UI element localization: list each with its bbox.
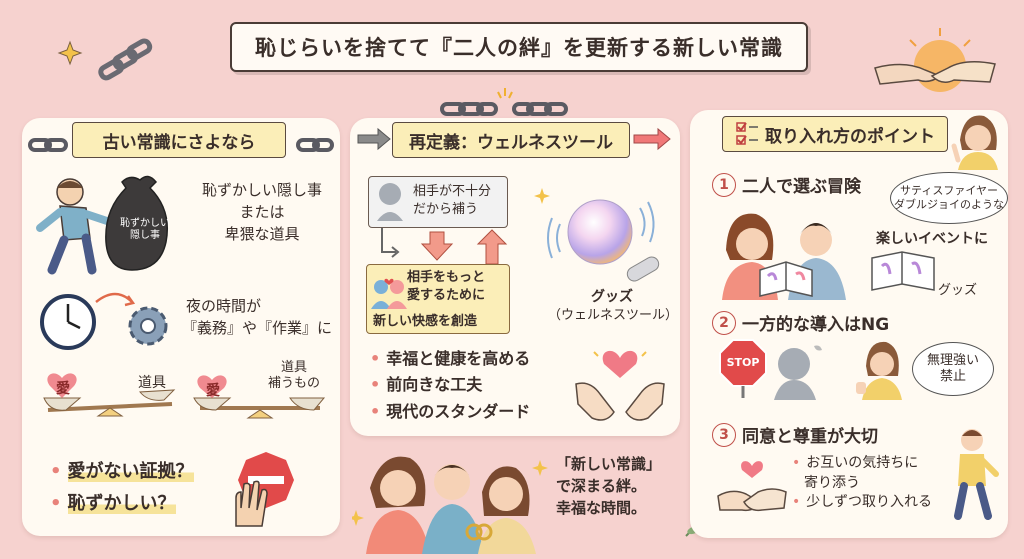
bullet-empathy: お互いの気持ちに (792, 454, 932, 474)
point-1: 1 二人で選ぶ冒険 (712, 172, 861, 197)
new-pleasure-box: 相手をもっと 愛するために 新しい快感を創造 (366, 264, 510, 334)
scale1-tool-label: 道具 (138, 375, 166, 391)
scale2-tool-label: 道具 補うもの (268, 360, 321, 392)
pointing-woman-icon (951, 115, 998, 170)
couple-with-rings-icon (352, 456, 548, 554)
left-bullets: 愛がない証拠？ 恥ずかしい？ (50, 456, 194, 519)
goods-small-label: グッズ (938, 283, 978, 298)
chain-decoration-icon (57, 38, 153, 81)
hidden-thing-text: 恥ずかしい隠し事 または 卑猥な道具 (201, 181, 322, 243)
closing-quote: 「新しい常識」 で深まる絆。 幸福な時間。 (556, 455, 662, 517)
insufficient-box: 相手が不十分 だから補う (368, 176, 508, 228)
couple-reading-icon (722, 213, 846, 300)
event-text: 楽しいイベントに (876, 231, 988, 247)
point-2: 2 一方的な導入はNG (712, 310, 889, 335)
hands-heart-icon (575, 350, 665, 421)
scale-love-with-tool-icon (193, 375, 326, 419)
bullet-no-love: 愛がない証拠？ (67, 461, 194, 482)
point-2-label: 一方的な導入はNG (742, 315, 890, 335)
stop-hand-icon (235, 452, 294, 527)
clock-gear-icon (40, 292, 168, 350)
frustrated-person-icon (774, 345, 822, 400)
couple-icon (371, 278, 407, 309)
bag-label: 恥ずかしい隠し事 (120, 218, 170, 241)
handshake-sunrise-icon (874, 28, 996, 92)
sad-face-icon (377, 183, 403, 221)
left-header: 古い常識にさよなら (72, 122, 286, 158)
checklist-icon (736, 122, 758, 145)
bullet-modern-standard: 現代のスタンダード (370, 399, 530, 425)
middle-header: 再定義：ウェルネスツール (392, 122, 630, 158)
handshake-heart-icon (717, 461, 787, 512)
scale1-love-label: 愛 (56, 381, 70, 397)
arrow-right-pink-icon (633, 127, 671, 151)
catalog-book-icon (871, 251, 935, 291)
no-force-bubble: 無理強い 禁止 (912, 342, 994, 396)
walking-child-icon (954, 429, 999, 520)
stop-sign-icon (719, 339, 767, 398)
broken-chain-center-icon (440, 88, 568, 116)
goods-label: グッズ （ウェルネスツール） (548, 289, 679, 323)
point-3-number: 3 (712, 422, 736, 447)
scale-love-vs-tool-icon (43, 373, 176, 417)
arrow-right-icon (357, 127, 391, 151)
flow-arrows-icon (381, 228, 508, 265)
page-title: 恥じらいを捨てて『二人の絆』を更新する新しい常識 (230, 22, 808, 72)
scale2-love-label: 愛 (206, 383, 220, 399)
point-2-number: 2 (712, 310, 736, 335)
consent-bullets: お互いの気持ちに 寄り添う 少しずつ取り入れる (792, 454, 932, 513)
product-bubble: サティスファイヤー ダブルジョイのような (890, 172, 1008, 224)
point-3: 3 同意と尊重が大切 (712, 422, 878, 447)
person-hiding-bag-icon (36, 175, 168, 275)
point-1-label: 二人で選ぶ冒険 (742, 177, 861, 197)
right-header: 取り入れ方のポイント (722, 116, 948, 152)
bullet-gradual: 少しずつ取り入れる (792, 493, 932, 513)
middle-bullets: 幸福と健康を高める 前向きな工夫 現代のスタンダード (370, 346, 530, 425)
night-duty-text: 夜の時間が 『義務』や『作業』に (182, 297, 333, 337)
point-1-number: 1 (712, 172, 736, 197)
bullet-embarrassing: 恥ずかしい？ (67, 492, 176, 514)
woman-stop-icon (856, 341, 902, 400)
stop-sign-text: STOP (726, 356, 760, 369)
bullet-positive: 前向きな工夫 (370, 372, 530, 398)
point-3-label: 同意と尊重が大切 (742, 427, 878, 447)
bullet-happiness: 幸福と健康を高める (370, 346, 530, 372)
broken-chain-left-icon (28, 138, 334, 152)
wellness-tool-icon (534, 188, 660, 282)
